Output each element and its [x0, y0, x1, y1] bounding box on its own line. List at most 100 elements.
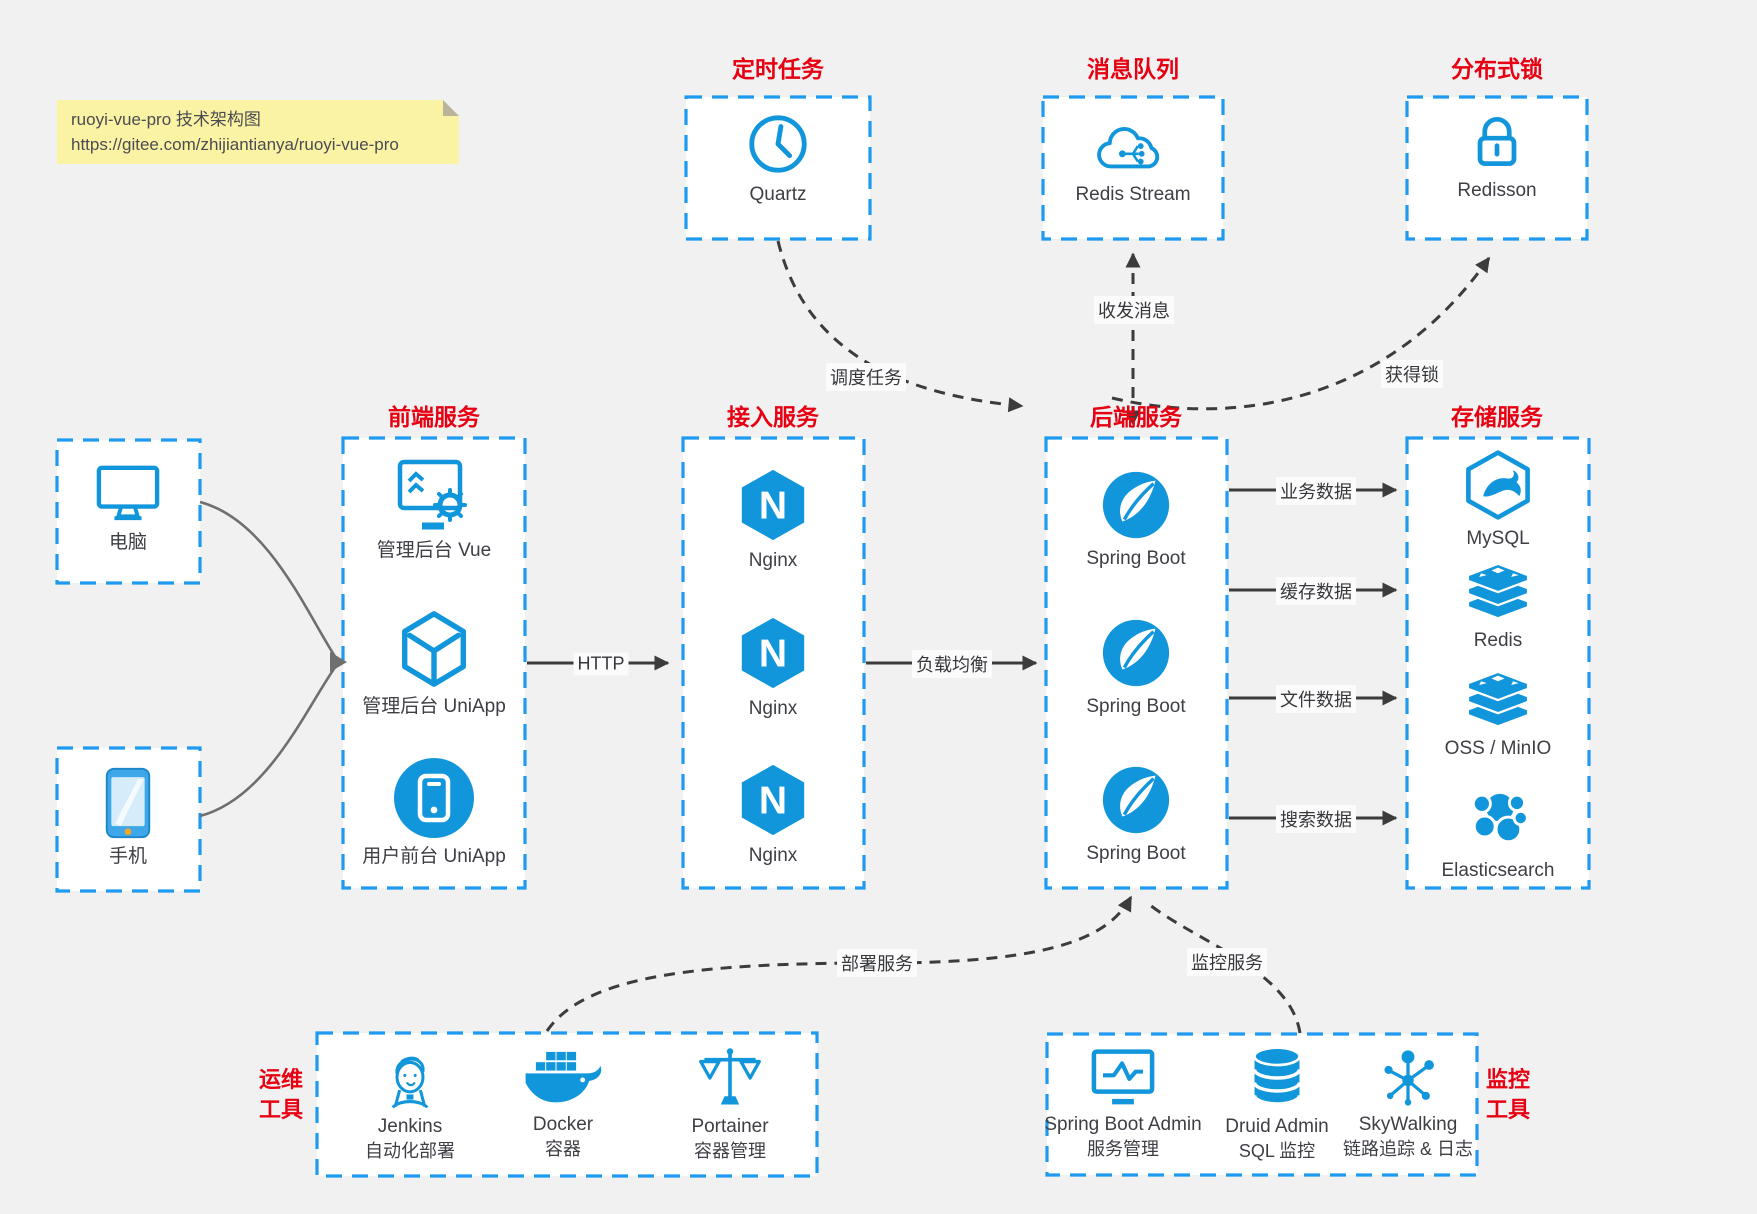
edge-label-message: 收发消息: [1094, 296, 1174, 324]
node-label: Redisson: [1457, 180, 1537, 201]
edge-label-cache-data: 缓存数据: [1276, 577, 1356, 605]
edge-label-monitor: 监控服务: [1187, 948, 1267, 976]
node-admin-uniapp: 管理后台 UniApp: [344, 608, 524, 719]
nginx-icon: N: [741, 469, 805, 541]
node-redis-stream: Redis Stream: [1053, 118, 1213, 207]
edge-deploy: [545, 895, 1133, 1032]
spring-icon: [1102, 619, 1170, 687]
edge-label-schedule: 调度任务: [826, 363, 906, 391]
title-distributed-lock: 分布式锁: [1451, 56, 1543, 82]
node-sublabel: 容器: [545, 1138, 581, 1159]
node-springboot-2: Spring Boot: [1046, 616, 1226, 719]
note-title: ruoyi-vue-pro 技术架构图: [71, 110, 261, 129]
edge-label-lock: 获得锁: [1381, 360, 1443, 388]
node-label: 电脑: [108, 532, 147, 553]
cloud-stream-icon: [1097, 127, 1160, 169]
node-nginx-2: N Nginx: [683, 614, 863, 721]
node-label: Spring Boot: [1086, 843, 1186, 864]
edge-phone-frontend: [199, 665, 338, 818]
node-portainer: Portainer 容器管理: [650, 1046, 810, 1163]
title-monitoring-line2: 工具: [1485, 1097, 1530, 1122]
node-quartz: Quartz: [698, 110, 858, 207]
node-nginx-1: N Nginx: [683, 466, 863, 573]
node-sublabel: 链路追踪 & 日志: [1342, 1138, 1473, 1159]
node-label: Redis: [1473, 630, 1523, 651]
node-computer: 电脑: [48, 462, 208, 555]
elasticsearch-icon: [1471, 791, 1529, 844]
node-phone: 手机: [48, 766, 208, 869]
edge-label-biz-data: 业务数据: [1276, 477, 1356, 505]
node-sublabel: SQL 监控: [1238, 1140, 1316, 1161]
edge-lock: [1111, 256, 1491, 411]
uniapp-cube-icon: [402, 611, 466, 687]
edge-schedule: [776, 240, 1024, 413]
title-scheduled-tasks: 定时任务: [732, 56, 824, 82]
node-label: Spring Boot Admin: [1044, 1114, 1202, 1135]
node-sublabel: 自动化部署: [365, 1140, 455, 1161]
node-sublabel: 容器管理: [694, 1140, 766, 1161]
title-monitoring-line1: 监控: [1485, 1067, 1530, 1092]
node-admin-vue: 管理后台 Vue: [344, 456, 524, 563]
node-label: 用户前台 UniApp: [362, 846, 506, 867]
node-label: Redis Stream: [1075, 184, 1191, 205]
edge-computer-frontend: [199, 500, 338, 659]
node-elasticsearch: Elasticsearch: [1408, 782, 1588, 883]
edge-label-http: HTTP: [573, 652, 629, 676]
node-druid-admin: Druid Admin SQL 监控: [1197, 1046, 1357, 1163]
device-arrowhead: [330, 652, 347, 672]
title-message-queue: 消息队列: [1087, 56, 1179, 82]
portainer-icon: [699, 1048, 761, 1105]
title-storage: 存储服务: [1451, 404, 1543, 430]
object-storage-icon: [1466, 670, 1530, 728]
node-label: Portainer: [691, 1116, 769, 1137]
edge-label-search-data: 搜索数据: [1276, 805, 1356, 833]
node-nginx-3: N Nginx: [683, 761, 863, 868]
node-springboot-admin: Spring Boot Admin 服务管理: [1033, 1048, 1213, 1161]
sb-admin-icon: [1091, 1049, 1155, 1105]
node-label: Nginx: [748, 550, 798, 571]
node-redis: Redis: [1408, 562, 1588, 653]
node-label: Nginx: [748, 845, 798, 866]
node-mysql: MySQL: [1408, 448, 1588, 551]
svg-text:N: N: [759, 633, 787, 676]
jenkins-icon: [391, 1056, 429, 1109]
node-label: MySQL: [1466, 528, 1530, 549]
spring-icon: [1102, 471, 1170, 539]
lock-icon: [1477, 116, 1517, 166]
node-label: Nginx: [748, 698, 798, 719]
title-gateway: 接入服务: [727, 404, 819, 430]
node-label: Elasticsearch: [1441, 860, 1555, 881]
sticky-note: ruoyi-vue-pro 技术架构图 https://gitee.com/zh…: [57, 100, 459, 164]
smartphone-icon: [105, 767, 151, 839]
node-label: OSS / MinIO: [1444, 738, 1552, 759]
node-label: Jenkins: [377, 1116, 443, 1137]
node-springboot-3: Spring Boot: [1046, 763, 1226, 866]
node-label: Spring Boot: [1086, 696, 1186, 717]
svg-text:N: N: [759, 485, 787, 528]
node-label: SkyWalking: [1358, 1114, 1458, 1135]
note-url: https://gitee.com/zhijiantianya/ruoyi-vu…: [71, 134, 399, 154]
spring-icon: [1102, 766, 1170, 834]
edge-label-file-data: 文件数据: [1276, 685, 1356, 713]
node-label: Docker: [532, 1114, 594, 1135]
node-springboot-1: Spring Boot: [1046, 468, 1226, 571]
node-label: 管理后台 Vue: [376, 540, 492, 561]
node-label: Quartz: [749, 184, 807, 205]
node-jenkins: Jenkins 自动化部署: [330, 1046, 490, 1163]
clock-icon: [749, 115, 807, 173]
node-docker: Docker 容器: [483, 1050, 643, 1161]
admin-vue-icon: [397, 459, 467, 530]
svg-text:N: N: [759, 780, 787, 823]
title-frontend: 前端服务: [388, 404, 480, 430]
edge-label-load-balance: 负载均衡: [912, 650, 992, 678]
node-sublabel: 服务管理: [1087, 1138, 1159, 1159]
node-redisson: Redisson: [1417, 108, 1577, 203]
node-label: 管理后台 UniApp: [362, 696, 506, 717]
edge-label-deploy: 部署服务: [837, 949, 917, 977]
node-oss-minio: OSS / MinIO: [1408, 670, 1588, 761]
mysql-icon: [1466, 450, 1530, 520]
docker-icon: [525, 1051, 602, 1103]
nginx-icon: N: [741, 617, 805, 689]
